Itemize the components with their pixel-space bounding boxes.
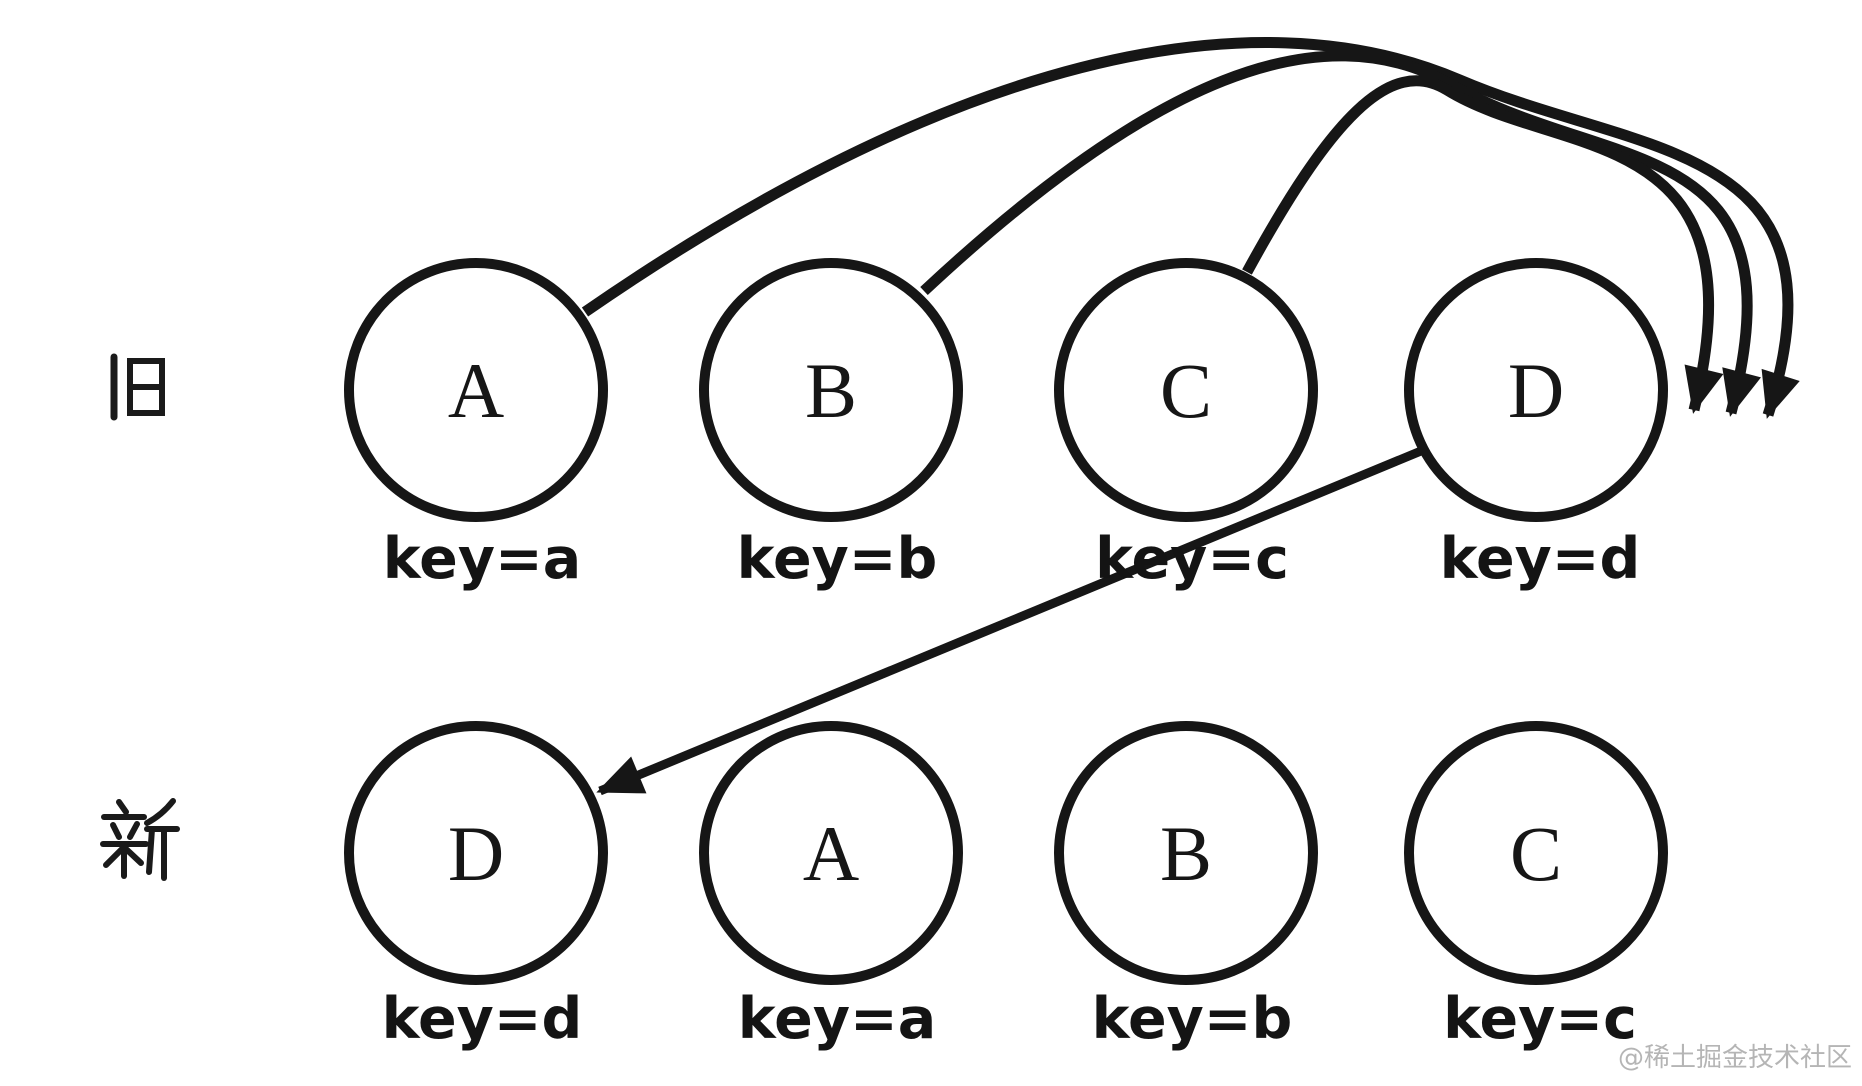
new-node-b-circle [1054, 721, 1318, 985]
new-row-nodes [344, 721, 1668, 985]
new-key-d-label: key=d [382, 986, 583, 1052]
old-key-b-label: key=b [737, 526, 938, 592]
old-key-a-label: key=a [383, 526, 581, 592]
old-row-letters: A B C D [448, 347, 1564, 434]
new-key-c-label: key=c [1443, 986, 1637, 1052]
old-row-key-labels: key=a key=b key=c key=d [383, 526, 1641, 592]
arrow-old-d-to-new-d [596, 446, 1423, 796]
old-row-nodes [344, 258, 1668, 522]
new-node-a-letter: A [803, 810, 859, 897]
new-row-key-labels: key=d key=a key=b key=c [382, 986, 1637, 1052]
watermark: @稀土掘金技术社区 [1618, 1043, 1852, 1073]
old-node-c-circle [1054, 258, 1318, 522]
arrow-old-b-to-end [920, 50, 1761, 417]
new-node-c-circle [1404, 721, 1668, 985]
new-row-side-label-glyph [100, 798, 180, 881]
old-key-c-label: key=c [1095, 526, 1289, 592]
new-row-letters: D A B C [448, 810, 1562, 897]
old-node-a-letter: A [448, 347, 504, 434]
arrow-old-c-to-end [1242, 75, 1724, 414]
new-node-d-circle [344, 721, 608, 985]
curved-arrows-group [581, 37, 1800, 419]
old-node-c-letter: C [1160, 347, 1212, 434]
new-node-b-letter: B [1160, 810, 1212, 897]
new-node-a-circle [699, 721, 963, 985]
old-node-d-letter: D [1508, 347, 1564, 434]
new-node-c-letter: C [1510, 810, 1562, 897]
old-node-a-circle [344, 258, 608, 522]
old-key-d-label: key=d [1440, 526, 1641, 592]
new-node-d-letter: D [448, 810, 504, 897]
new-key-b-label: key=b [1092, 986, 1293, 1052]
old-row-side-label: 旧 [105, 354, 169, 428]
old-row-side-label-glyph [110, 353, 165, 421]
new-key-a-label: key=a [738, 986, 936, 1052]
new-row-side-label: 新 [100, 807, 164, 881]
old-node-b-circle [699, 258, 963, 522]
old-node-d-circle [1404, 258, 1668, 522]
old-node-b-letter: B [805, 347, 857, 434]
